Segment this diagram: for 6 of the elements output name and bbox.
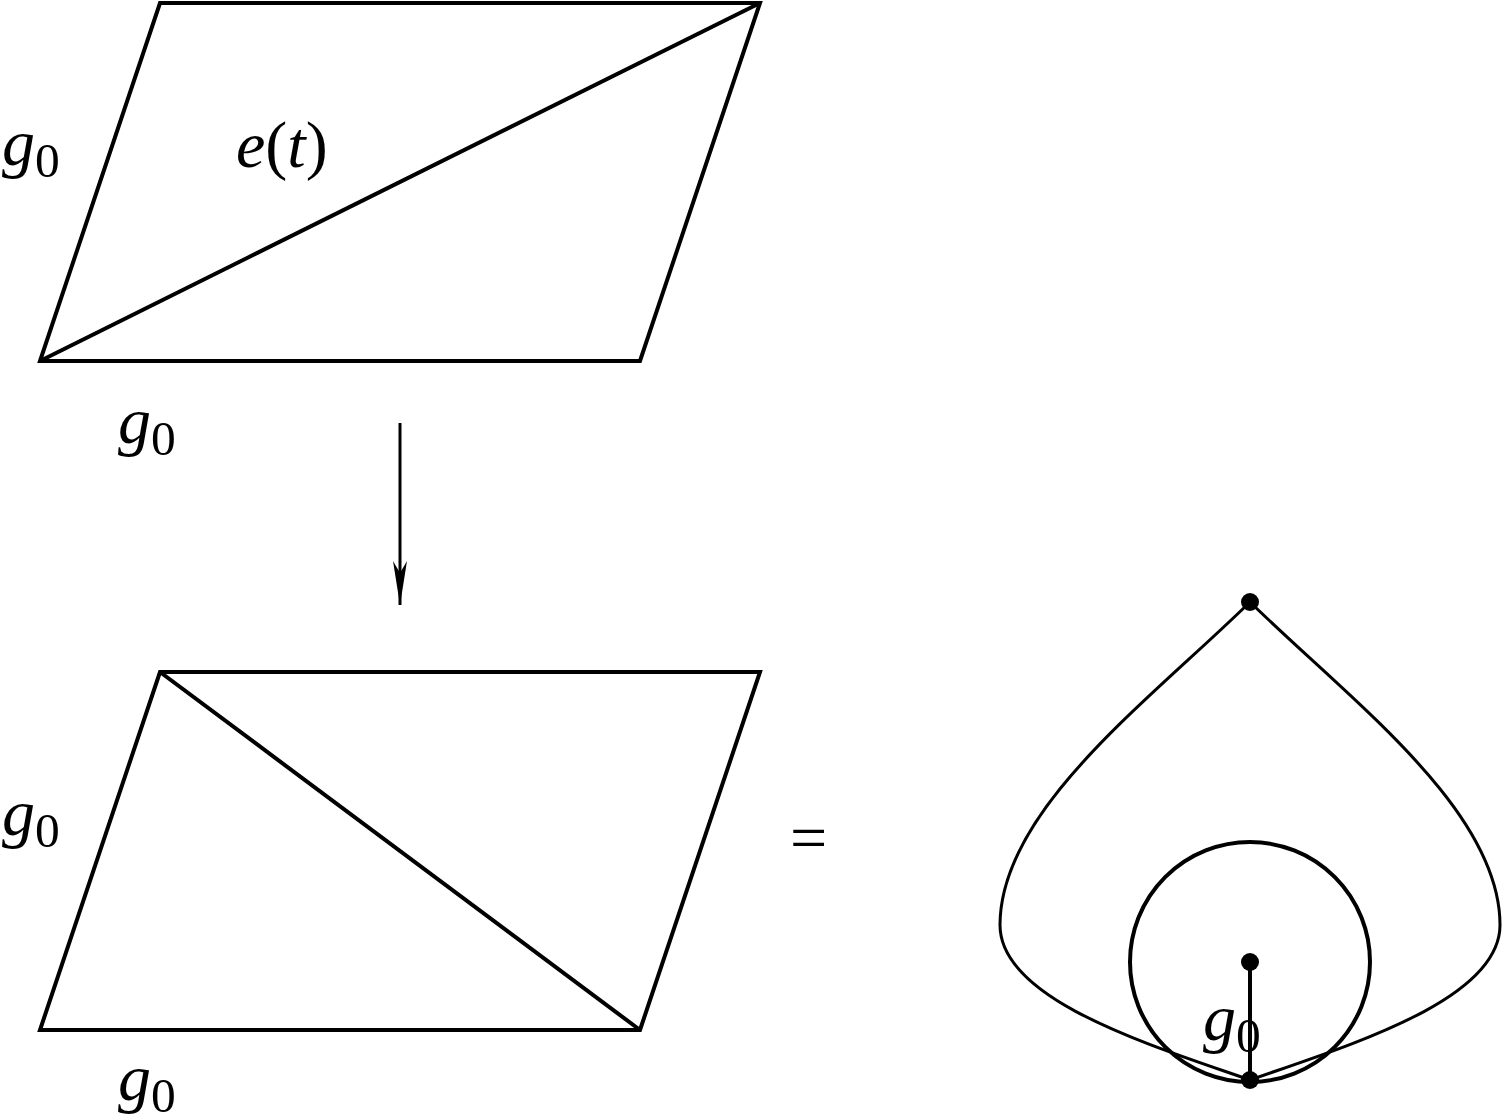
math-label: g$_{0}$ xyxy=(2,110,60,186)
arrow xyxy=(393,423,407,605)
math-label: g$_{0}$ xyxy=(118,388,176,464)
math-label: g$_{0}$ xyxy=(118,1045,176,1115)
math-label: g$_{0}$ xyxy=(2,780,60,856)
equals-sign: = xyxy=(790,805,828,871)
